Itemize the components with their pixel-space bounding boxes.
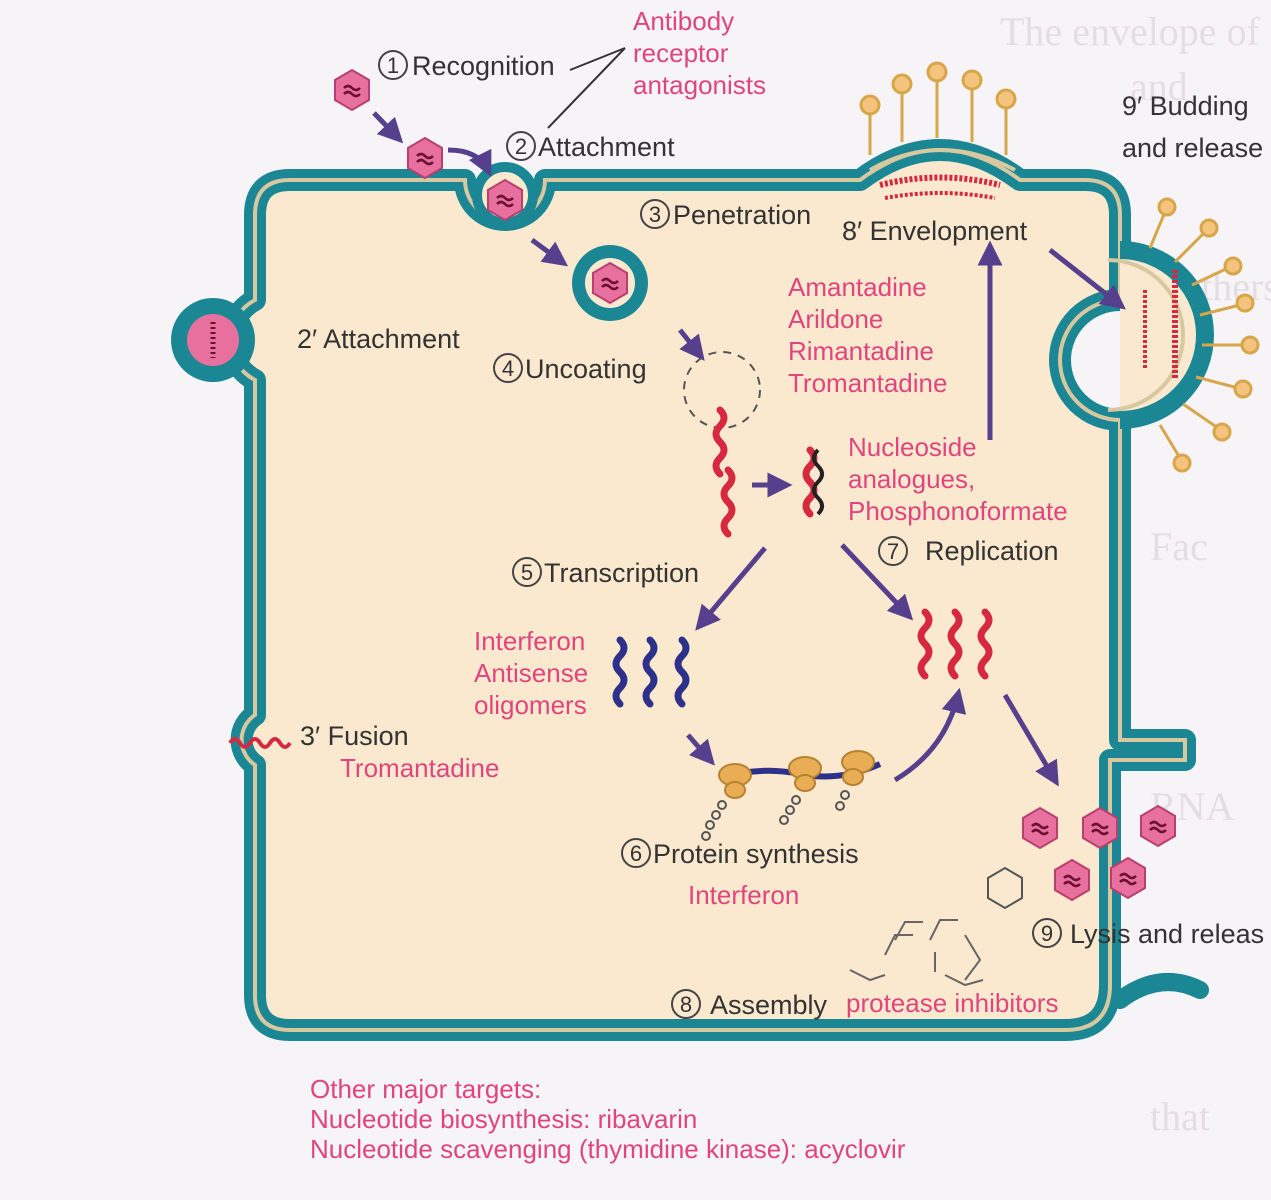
label-assembly: Assembly — [710, 990, 828, 1020]
svg-text:receptor: receptor — [633, 38, 729, 68]
label-protein-synthesis: Protein synthesis — [653, 839, 859, 869]
step-number-1: 1 — [387, 53, 399, 78]
svg-text:Nucleotide biosynthesis: ribav: Nucleotide biosynthesis: ribavarin — [310, 1104, 697, 1134]
svg-text:Rimantadine: Rimantadine — [788, 336, 934, 366]
svg-text:Amantadine: Amantadine — [788, 272, 927, 302]
svg-text:that: that — [1150, 1094, 1210, 1139]
svg-text:Tromantadine: Tromantadine — [788, 368, 947, 398]
antibody-pointer-lines — [547, 47, 626, 129]
step-number-9: 9 — [1041, 921, 1053, 946]
drug-antibody-group: Antibody receptor antagonists — [633, 6, 766, 100]
virus-in-pit-icon — [486, 178, 524, 222]
envelopment-bud — [859, 61, 1017, 200]
label-penetration: Penetration — [673, 200, 811, 230]
drug-tromantadine-fusion: Tromantadine — [340, 753, 499, 783]
replicating-rna-icon — [806, 450, 824, 514]
drug-interferon-protein: Interferon — [688, 880, 799, 910]
step-number-5: 5 — [521, 560, 533, 585]
virus-attaching-icon — [406, 136, 444, 180]
label-budding-line2: and release — [1122, 133, 1263, 163]
label-envelopment: 8′ Envelopment — [842, 216, 1028, 246]
svg-text:Arildone: Arildone — [788, 304, 883, 334]
svg-text:Antibody: Antibody — [633, 6, 734, 36]
label-uncoating: Uncoating — [525, 354, 647, 384]
step-number-7: 7 — [887, 539, 899, 564]
progeny-virions-icon — [987, 804, 1177, 910]
attachment-vesicle — [171, 298, 255, 382]
label-attachment: Attachment — [538, 132, 675, 162]
step-number-4: 4 — [502, 356, 514, 381]
label-recognition: Recognition — [412, 51, 555, 81]
svg-text:Nucleoside: Nucleoside — [848, 432, 977, 462]
svg-text:analogues,: analogues, — [848, 464, 975, 494]
svg-text:Antisense: Antisense — [474, 658, 588, 688]
budding-virion — [1107, 197, 1260, 473]
label-replication: Replication — [925, 536, 1059, 566]
svg-text:Other major targets:: Other major targets: — [310, 1074, 541, 1104]
pathway-arrows — [372, 111, 1126, 787]
fusion-genome-icon — [228, 737, 292, 749]
label-transcription: Transcription — [544, 558, 699, 588]
svg-text:Fac: Fac — [1150, 524, 1208, 569]
footer-other-targets: Other major targets: Nucleotide biosynth… — [310, 1074, 906, 1164]
assembly-fragments-icon — [849, 919, 984, 987]
label-fusion-3prime: 3′ Fusion — [300, 721, 409, 751]
step-number-2: 2 — [515, 134, 527, 159]
svg-text:and: and — [1130, 64, 1188, 109]
svg-text:oligomers: oligomers — [474, 690, 587, 720]
svg-text:Interferon: Interferon — [474, 626, 585, 656]
drug-amantadine-group: Amantadine Arildone Rimantadine Tromanta… — [788, 272, 947, 398]
uncoating-capsid — [683, 351, 761, 429]
drug-protease-inhibitors: protease inhibitors — [846, 988, 1058, 1018]
step-number-6: 6 — [630, 841, 642, 866]
label-budding-line1: 9′ Budding — [1122, 91, 1249, 121]
virus-in-endosome-icon — [591, 261, 629, 305]
drug-nucleoside-group: Nucleoside analogues, Phosphonoformate — [848, 432, 1068, 526]
ribosome-icon — [701, 750, 882, 841]
svg-text:antagonists: antagonists — [633, 70, 766, 100]
background-page-text: The envelope of so and to others Fac RNA… — [1000, 9, 1271, 1139]
label-attachment-2prime: 2′ Attachment — [297, 324, 460, 354]
svg-text:The envelope of so: The envelope of so — [1000, 9, 1271, 54]
step-number-3: 3 — [649, 202, 661, 227]
label-lysis-release: Lysis and releas — [1070, 919, 1264, 949]
svg-text:Phosphonoformate: Phosphonoformate — [848, 496, 1068, 526]
svg-text:Nucleotide scavenging (thymidi: Nucleotide scavenging (thymidine kinase)… — [310, 1134, 906, 1164]
virus-outside-icon — [333, 68, 371, 112]
drug-interferon-group: Interferon Antisense oligomers — [474, 626, 588, 720]
step-number-8: 8 — [680, 992, 692, 1017]
